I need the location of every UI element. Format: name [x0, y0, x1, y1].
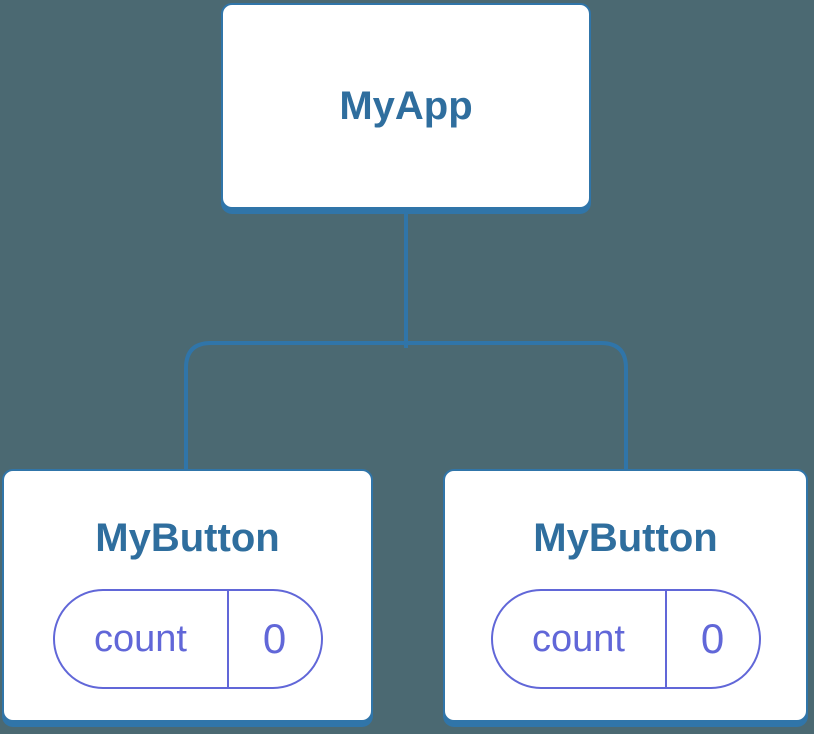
- state-key-2: count: [493, 591, 667, 687]
- component-label-mybutton-1: MyButton: [95, 516, 280, 560]
- state-pill-2: count 0: [490, 589, 761, 689]
- component-node-mybutton-1: MyButton count 0: [2, 469, 373, 722]
- component-label-myapp: MyApp: [339, 84, 473, 128]
- state-value-1: 0: [262, 615, 287, 662]
- connector-bracket: [184, 341, 628, 472]
- state-pill-1: count 0: [52, 589, 323, 689]
- state-key-1: count: [55, 591, 229, 687]
- state-value-2: 0: [700, 615, 725, 662]
- component-node-myapp: MyApp: [221, 3, 591, 209]
- component-node-mybutton-2: MyButton count 0: [443, 469, 808, 722]
- component-label-mybutton-2: MyButton: [533, 516, 718, 560]
